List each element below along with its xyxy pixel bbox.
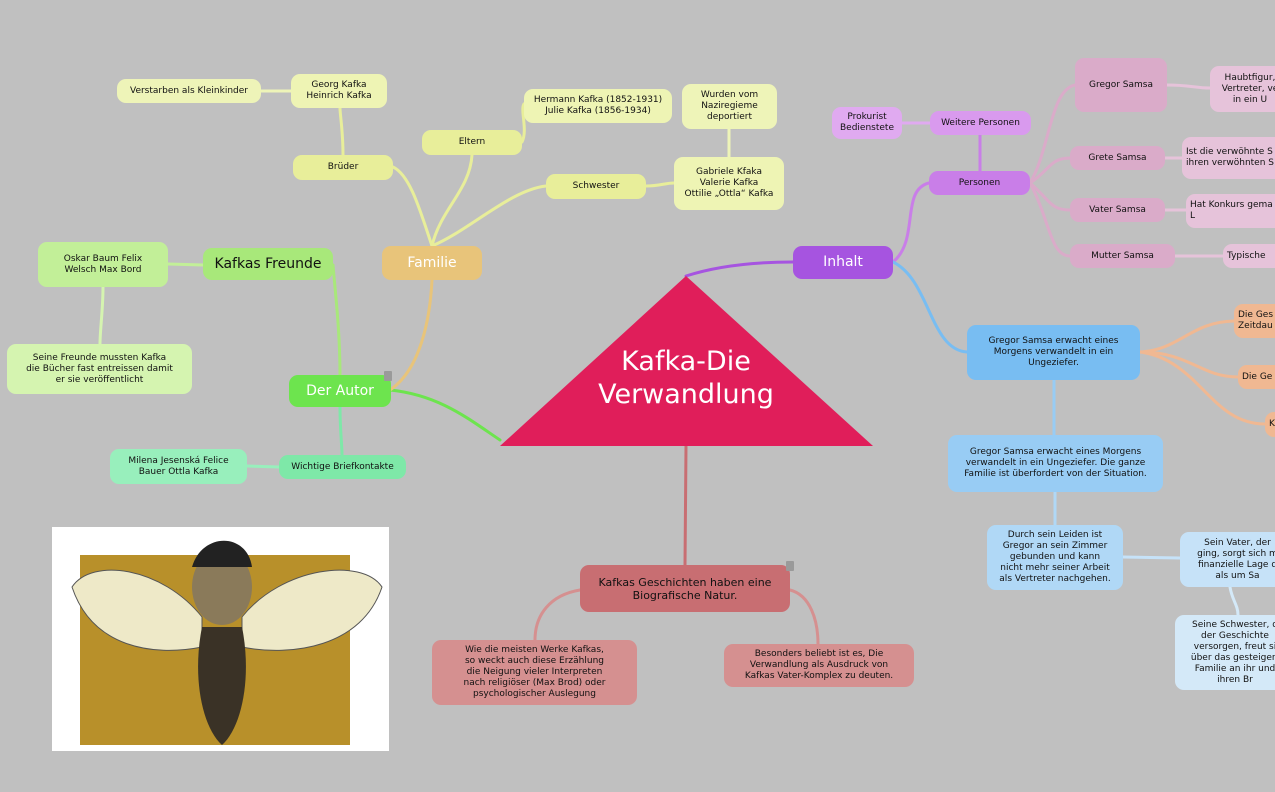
node-mutter-samsa[interactable]: Mutter Samsa: [1070, 244, 1175, 268]
kafka-insect-icon: [71, 540, 383, 745]
node-kafkas-freunde[interactable]: Kafkas Freunde: [203, 248, 333, 280]
node-gregor-samsa[interactable]: Gregor Samsa: [1075, 58, 1167, 112]
node-briefkontakte-names[interactable]: Milena Jesenská Felice Bauer Ottla Kafka: [110, 449, 247, 484]
node-geschichten-right[interactable]: Besonders beliebt ist es, Die Verwandlun…: [724, 644, 914, 687]
node-schwester-sorge[interactable]: Seine Schwester, d der Geschichte versor…: [1175, 615, 1275, 690]
node-eltern-names[interactable]: Hermann Kafka (1852-1931) Julie Kafka (1…: [524, 89, 672, 123]
node-brueder-names[interactable]: Georg Kafka Heinrich Kafka: [291, 74, 387, 108]
node-familie[interactable]: Familie: [382, 246, 482, 280]
node-personen[interactable]: Personen: [929, 171, 1030, 195]
node-summary[interactable]: Gregor Samsa erwacht eines Morgens verwa…: [948, 435, 1163, 492]
node-inhalt[interactable]: Inhalt: [793, 246, 893, 279]
node-weitere-names[interactable]: Prokurist Bedienstete: [832, 107, 902, 139]
node-orange-2[interactable]: Die Ge: [1238, 365, 1275, 389]
node-grete-note[interactable]: Ist die verwöhnte S ihren verwöhnten S: [1182, 137, 1275, 179]
node-weitere-personen[interactable]: Weitere Personen: [930, 111, 1031, 135]
node-vater-note[interactable]: Hat Konkurs gema L: [1186, 194, 1275, 228]
node-briefkontakte[interactable]: Wichtige Briefkontakte: [279, 455, 406, 479]
node-vater-samsa[interactable]: Vater Samsa: [1070, 198, 1165, 222]
node-orange-1[interactable]: Die Ges Zeitdau: [1234, 304, 1275, 338]
node-brueder[interactable]: Brüder: [293, 155, 393, 180]
node-mutter-note[interactable]: Typische: [1223, 244, 1275, 268]
node-grete-samsa[interactable]: Grete Samsa: [1070, 146, 1165, 170]
node-schwester-note[interactable]: Wurden vom Naziregieme deportiert: [682, 84, 777, 129]
node-brueder-note[interactable]: Verstarben als Kleinkinder: [117, 79, 261, 103]
node-gregor-note[interactable]: Haubtfigur, Vertreter, ve in ein U: [1210, 66, 1275, 112]
node-schwester[interactable]: Schwester: [546, 174, 646, 199]
node-vater-sorge[interactable]: Sein Vater, der ging, sorgt sich m finan…: [1180, 532, 1275, 587]
node-schwester-names[interactable]: Gabriele Kfaka Valerie Kafka Ottilie „Ot…: [674, 157, 784, 210]
node-geschichten[interactable]: Kafkas Geschichten haben eine Biografisc…: [580, 565, 790, 612]
node-freunde-note[interactable]: Seine Freunde mussten Kafka die Bücher f…: [7, 344, 192, 394]
node-der-autor[interactable]: Der Autor: [289, 375, 391, 407]
kafka-insect-illustration[interactable]: [52, 527, 389, 751]
node-gregor-erwacht[interactable]: Gregor Samsa erwacht eines Morgens verwa…: [967, 325, 1140, 380]
node-freunde-names[interactable]: Oskar Baum Felix Welsch Max Bord: [38, 242, 168, 287]
central-topic-title[interactable]: Kafka-Die Verwandlung: [598, 346, 774, 410]
node-leiden[interactable]: Durch sein Leiden ist Gregor an sein Zim…: [987, 525, 1123, 590]
node-geschichten-left[interactable]: Wie die meisten Werke Kafkas, so weckt a…: [432, 640, 637, 705]
note-icon[interactable]: [384, 371, 392, 381]
node-orange-3[interactable]: K: [1265, 412, 1275, 437]
note-icon[interactable]: [786, 561, 794, 571]
node-eltern[interactable]: Eltern: [422, 130, 522, 155]
